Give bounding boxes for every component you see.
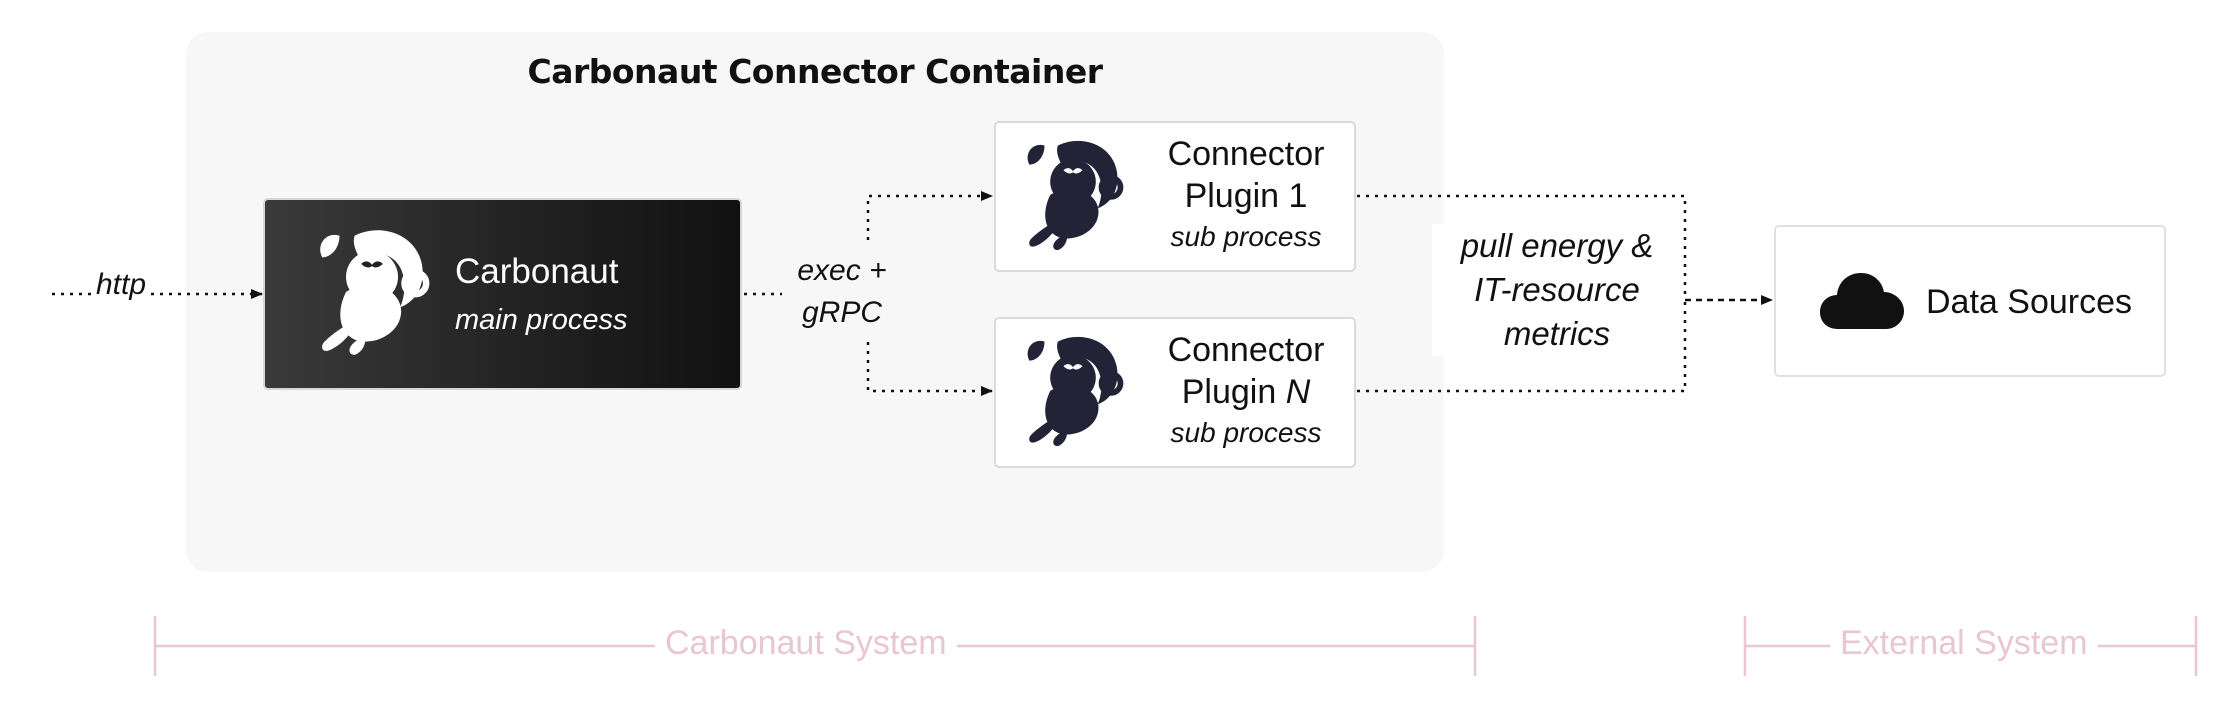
pull-label-line2: IT-resource [1474,271,1640,308]
connector-plugin-1-box: Connector Plugin 1 sub process [994,121,1356,272]
plugin-n-title-prefix: Plugin [1181,373,1286,411]
main-process-subtitle: main process [455,304,628,336]
cloud-icon [1820,273,1904,329]
astronaut-mascot-icon [1027,336,1124,447]
plugin-1-title-line1: Connector [1167,135,1325,173]
main-process-title: Carbonaut [455,252,619,291]
plugin-1-title-line2: Plugin 1 [1184,177,1308,215]
astronaut-mascot-icon [1027,140,1124,251]
plugin-n-title-line1: Connector [1167,331,1325,369]
plugin-n-title-variable: N [1285,373,1311,411]
exec-to-plugin-1-arrow [866,191,993,240]
plugin-1-text: Connector Plugin 1 sub process [1146,133,1346,253]
carbonaut-main-process-box: Carbonaut main process [263,198,742,390]
external-system-label: External System [1830,624,2098,663]
plugin-1-to-pull-line [1357,194,1687,298]
pull-label-line1: pull energy & [1460,227,1654,264]
plugin-n-title-line2: Plugin N [1146,371,1346,413]
exec-to-plugin-n-arrow [866,342,993,396]
data-sources-box: Data Sources [1774,225,2166,377]
exec-label-line2: gRPC [801,296,883,329]
plugin-1-subtitle: sub process [1170,221,1322,252]
connector-plugin-n-box: Connector Plugin N sub process [994,317,1356,468]
http-label: http [94,268,149,302]
plugin-n-text: Connector Plugin N sub process [1146,329,1346,449]
pull-label-line3: metrics [1503,315,1611,352]
container-title: Carbonaut Connector Container [527,52,1104,91]
exec-grpc-label: exec + gRPC [782,250,902,334]
astronaut-mascot-icon [320,230,430,355]
exec-label-line1: exec + [797,254,887,287]
plugin-n-subtitle: sub process [1170,417,1322,448]
data-sources-label: Data Sources [1926,283,2132,321]
carbonaut-system-label: Carbonaut System [655,624,957,663]
pull-metrics-label: pull energy & IT-resource metrics [1432,224,1682,356]
plugin-n-to-pull-line [1357,302,1687,393]
